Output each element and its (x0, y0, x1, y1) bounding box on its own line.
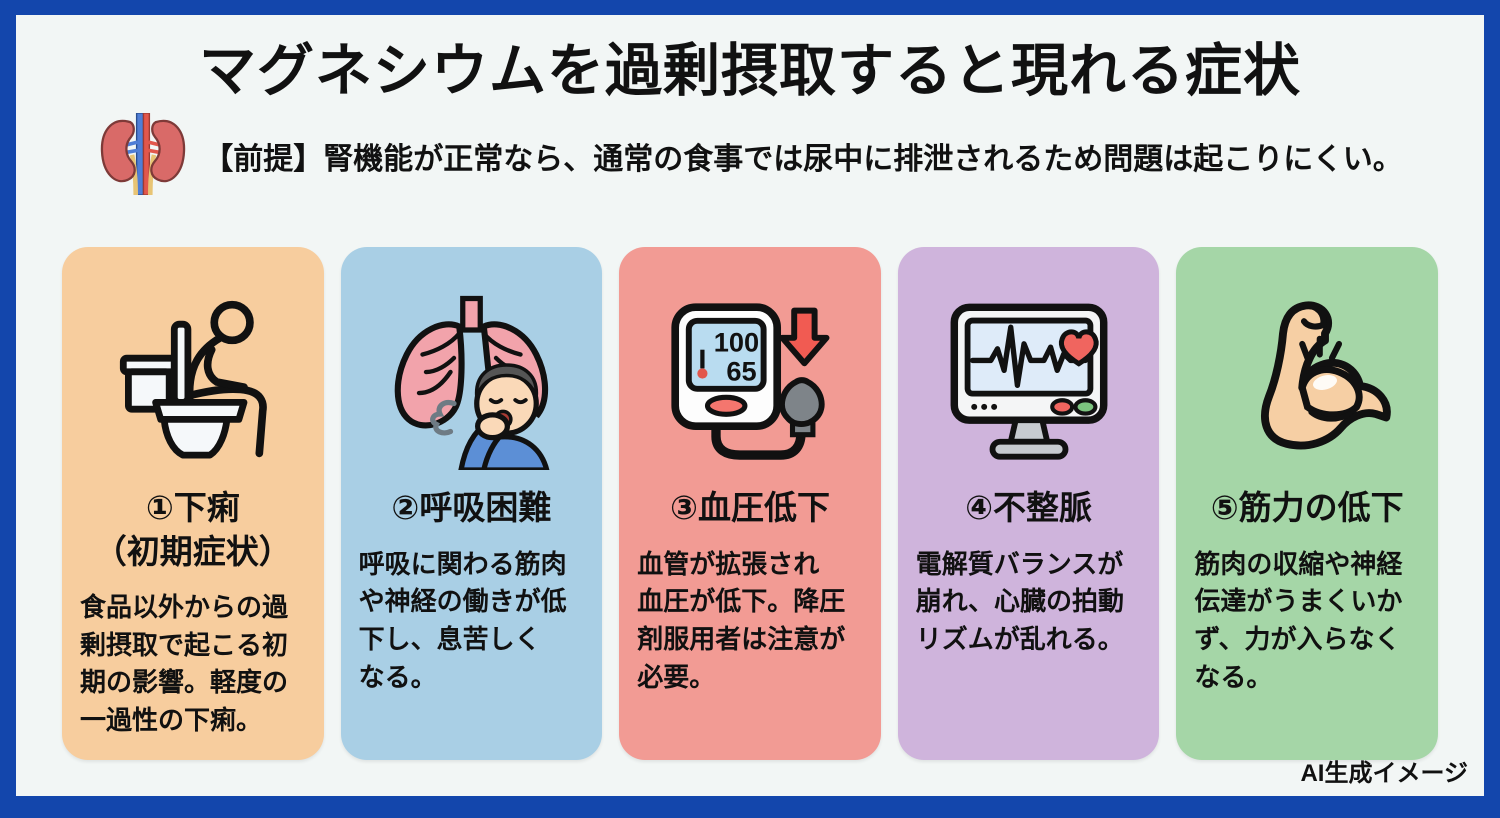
kidneys-icon (97, 111, 189, 200)
ecg-monitor-icon (916, 293, 1142, 471)
symptom-card-diarrhea: ①下痢 （初期症状） 食品以外からの過 剰摂取で起こる初 期の影響。軽度の 一過… (62, 247, 324, 760)
bp-diastolic-value: 65 (726, 355, 756, 386)
footer-note: AI生成イメージ (1300, 760, 1468, 787)
card-body: 血管が拡張され 血圧が低下。降圧 剤服用者は注意が 必要。 (637, 548, 846, 692)
symptom-card-muscle-weakness: ⑤筋力の低下 筋肉の収縮や神経 伝達がうまくいか ず、力が入らなく なる。 (1176, 247, 1438, 760)
premise-text: 【前提】腎機能が正常なら、通常の食事では尿中に排泄されるため問題は起こりにくい。 (203, 143, 1403, 177)
page-title: マグネシウムを過剰摂取すると現れる症状 (199, 39, 1301, 103)
card-heading: ③血圧低下 (670, 489, 830, 526)
card-heading: ④不整脈 (965, 489, 1093, 526)
card-body: 電解質バランスが 崩れ、心臓の拍動 リズムが乱れる。 (915, 548, 1125, 654)
symptom-card-arrhythmia: ④不整脈 電解質バランスが 崩れ、心臓の拍動 リズムが乱れる。 (897, 247, 1160, 760)
symptom-card-breathing: ②呼吸困難 呼吸に関わる筋肉 や神経の働きが低 下し、息苦しく なる。 (340, 247, 603, 760)
card-body: 食品以外からの過 剰摂取で起こる初 期の影響。軽度の 一過性の下痢。 (80, 592, 289, 736)
card-subheading: （初期症状） (93, 532, 292, 570)
card-heading: ②呼吸困難 (391, 489, 552, 526)
infographic-panel: マグネシウムを過剰摂取すると現れる症状 【前提】腎機能が正常なら、通常の食事では… (16, 15, 1484, 796)
premise-row: 【前提】腎機能が正常なら、通常の食事では尿中に排泄されるため問題は起こりにくい。 (16, 111, 1484, 200)
cough-lungs-icon (359, 293, 585, 471)
toilet-icon (80, 293, 306, 471)
symptom-card-blood-pressure: 100 65 ③血圧低下 血管が拡張され 血圧が低下。降圧 剤服用者は注意が 必… (619, 247, 881, 760)
symptom-cards: ①下痢 （初期症状） 食品以外からの過 剰摂取で起こる初 期の影響。軽度の 一過… (62, 247, 1438, 760)
blood-pressure-monitor-icon: 100 65 (637, 293, 863, 471)
card-body: 筋肉の収縮や神経 伝達がうまくいか ず、力が入らなく なる。 (1194, 548, 1403, 692)
card-heading: ①下痢 (145, 489, 240, 526)
bp-systolic-value: 100 (714, 326, 759, 357)
bicep-icon (1194, 293, 1420, 471)
card-heading: ⑤筋力の低下 (1210, 489, 1404, 526)
card-body: 呼吸に関わる筋肉 や神経の働きが低 下し、息苦しく なる。 (358, 548, 567, 692)
